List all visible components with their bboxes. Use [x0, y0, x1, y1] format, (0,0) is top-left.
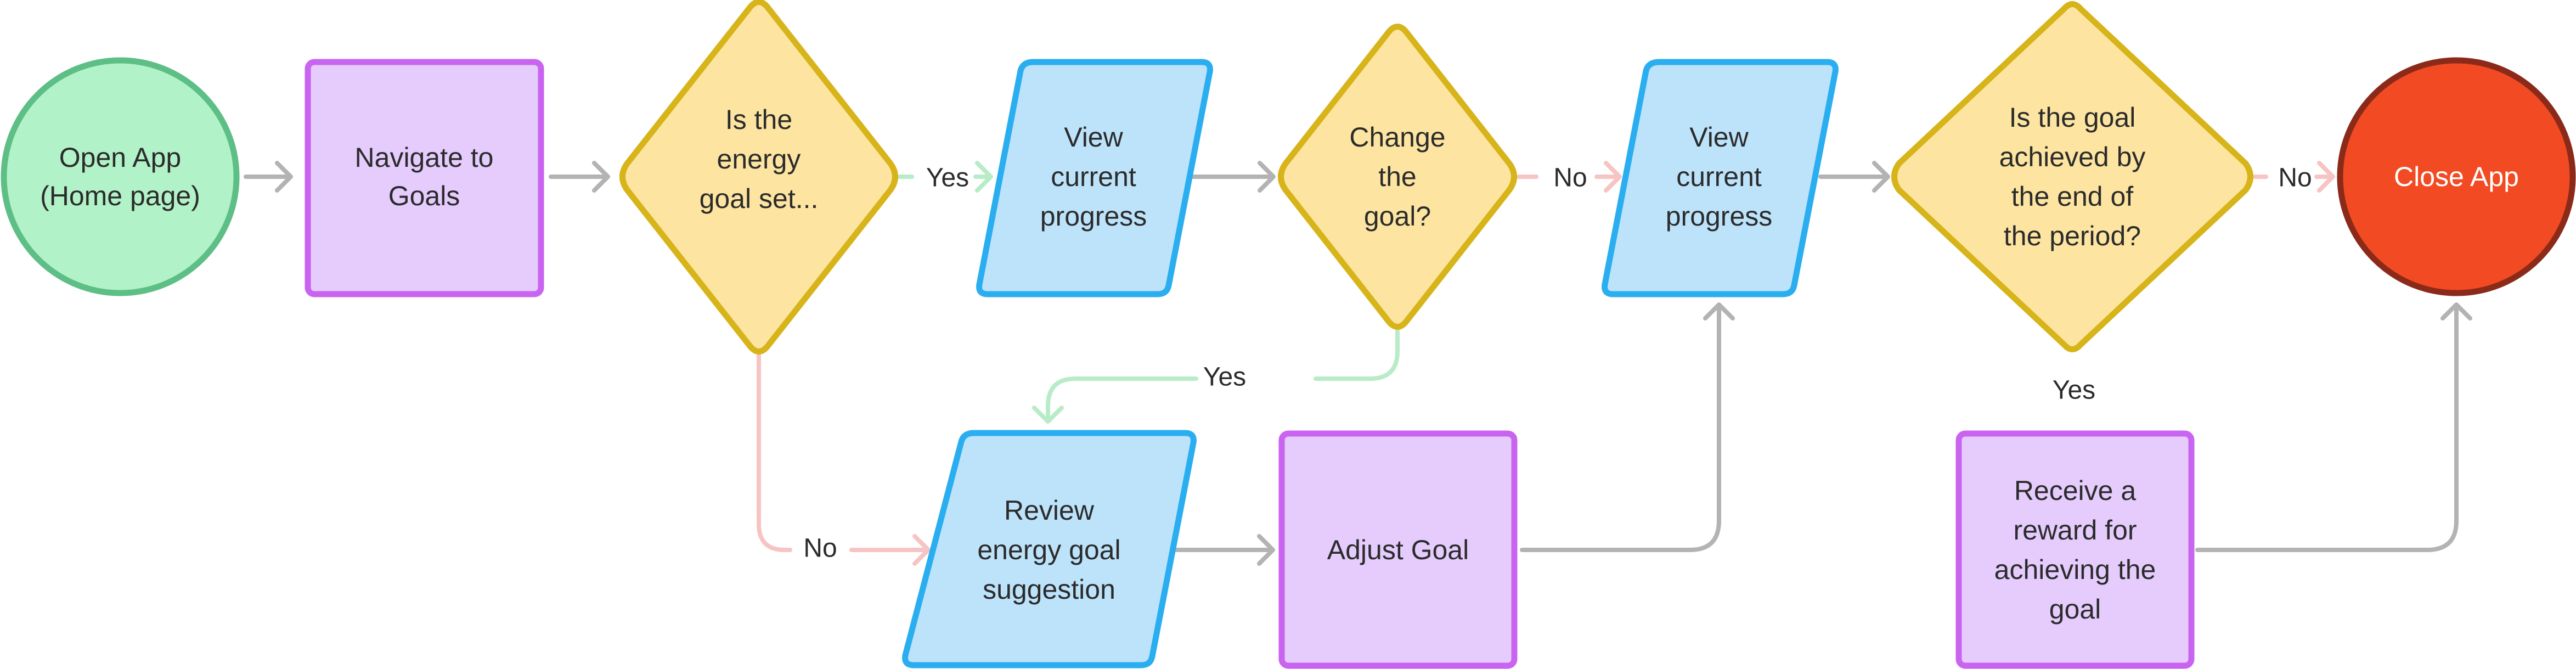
node-label-line: current	[1676, 161, 1762, 192]
node-label-line: goal set...	[700, 183, 819, 214]
node-label-line: goal?	[1364, 201, 1431, 232]
node-label-line: the end of	[2011, 181, 2134, 212]
node-label-line: progress	[1040, 201, 1147, 232]
node-label-line: energy goal	[977, 535, 1120, 565]
edge-label-no-achieved: No	[2278, 164, 2312, 193]
edge-labels: Yes No Yes No No Yes	[803, 164, 2312, 563]
node-label-line: achieving the	[1994, 554, 2156, 585]
node-label-line: reward for	[2013, 515, 2137, 546]
node-close-app: Close App	[2337, 57, 2576, 296]
node-label-line: Is the goal	[2009, 102, 2136, 133]
node-view-progress-2: View current progress	[1602, 59, 1839, 297]
svg-text:Close App: Close App	[2394, 161, 2519, 192]
svg-text:Open App(Home page): Open App (Home page)	[40, 142, 200, 211]
arrow-goalset-no	[757, 353, 931, 566]
node-label-line: suggestion	[983, 574, 1115, 605]
node-view-progress-1: View current progress	[976, 59, 1213, 297]
node-label-line: Close App	[2394, 161, 2519, 192]
node-open-app: Open App (Home page)	[1, 57, 240, 296]
node-label-line: Navigate to	[355, 142, 494, 173]
node-label-line: the period?	[2004, 221, 2141, 251]
arrow-change-yes	[1032, 329, 1400, 424]
edge-label-yes-goal-set: Yes	[926, 164, 969, 193]
arrow-progress2-to-achieved	[1818, 161, 1890, 193]
svg-text:Adjust Goal: Adjust Goal	[1327, 535, 1469, 565]
edges	[244, 161, 2472, 566]
edge-label-yes-change: Yes	[1203, 363, 1246, 392]
node-label-line: current	[1051, 161, 1136, 192]
arrow-navigate-to-goalset	[549, 161, 610, 193]
arrow-progress1-to-change	[1190, 161, 1276, 193]
edge-label-no-goal-set: No	[803, 534, 837, 563]
node-label-line: Review	[1004, 495, 1095, 526]
node-label-line: Open App	[59, 142, 181, 173]
arrow-review-to-adjust	[1170, 534, 1275, 566]
node-review-suggestion: Review energy goal suggestion	[902, 430, 1197, 668]
arrow-open-to-navigate	[244, 161, 293, 193]
node-change-goal-decision: Change the goal?	[1278, 24, 1517, 330]
node-label-line: the	[1378, 161, 1417, 192]
node-label-line: Is the	[725, 104, 792, 135]
arrow-achieved-no	[2253, 161, 2335, 193]
node-label-line: energy	[717, 144, 801, 175]
node-navigate-to-goals: Navigate to Goals	[305, 59, 544, 297]
node-label-line: Adjust Goal	[1327, 535, 1469, 565]
arrow-adjust-to-progress2	[1520, 302, 1735, 552]
node-label-line: View	[1689, 122, 1749, 153]
node-energy-goal-set-decision: Is the energy goal set...	[619, 0, 898, 355]
node-label-line: Receive a	[2014, 475, 2137, 506]
node-label-line: Goals	[388, 181, 460, 211]
node-goal-achieved-decision: Is the goal achieved by the end of the peri…	[1891, 1, 2253, 352]
node-receive-reward: Receive a reward for achieving the goal	[1955, 430, 2195, 669]
arrow-reward-to-close	[2195, 302, 2472, 552]
arrow-goalset-yes	[898, 161, 993, 193]
edge-label-no-change: No	[1553, 164, 1587, 193]
edge-label-yes-achieved: Yes	[2053, 376, 2095, 405]
node-label-line: View	[1064, 122, 1123, 153]
node-adjust-goal: Adjust Goal	[1278, 430, 1518, 669]
node-label-line: Change	[1349, 122, 1445, 153]
node-label-line: goal	[2049, 594, 2101, 625]
node-label-line: achieved by	[1999, 142, 2146, 172]
arrow-change-no	[1517, 161, 1622, 193]
node-label-line: progress	[1666, 201, 1773, 232]
node-label-line: (Home page)	[40, 181, 200, 211]
